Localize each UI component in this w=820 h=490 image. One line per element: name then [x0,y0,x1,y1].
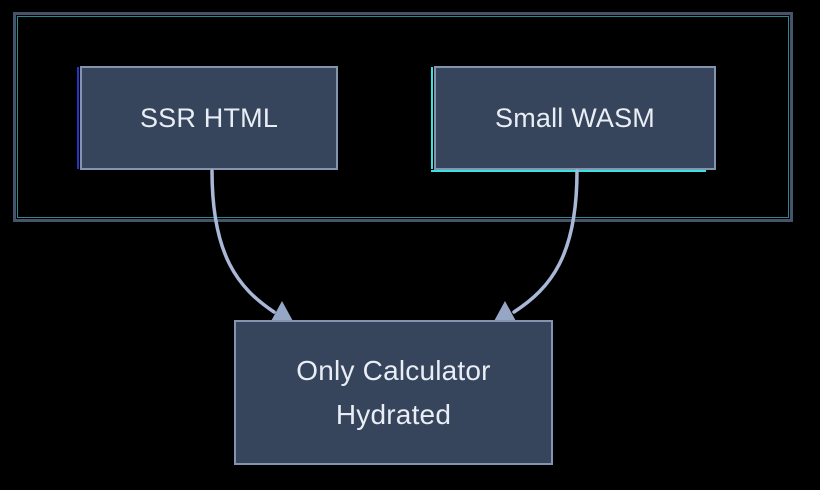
node-only-calculator-hydrated-label: Only Calculator Hydrated [296,355,491,430]
wasm-left-accent-line [431,67,433,169]
ssr-left-accent-line [77,67,79,169]
node-ssr-html: SSR HTML [77,66,338,170]
wasm-bottom-accent-line [431,170,706,172]
node-small-wasm: Small WASM [431,66,716,172]
node-ssr-html-label: SSR HTML [139,102,279,133]
node-only-calculator-hydrated: Only Calculator Hydrated [234,320,553,465]
node-small-wasm-label: Small WASM [494,102,655,133]
